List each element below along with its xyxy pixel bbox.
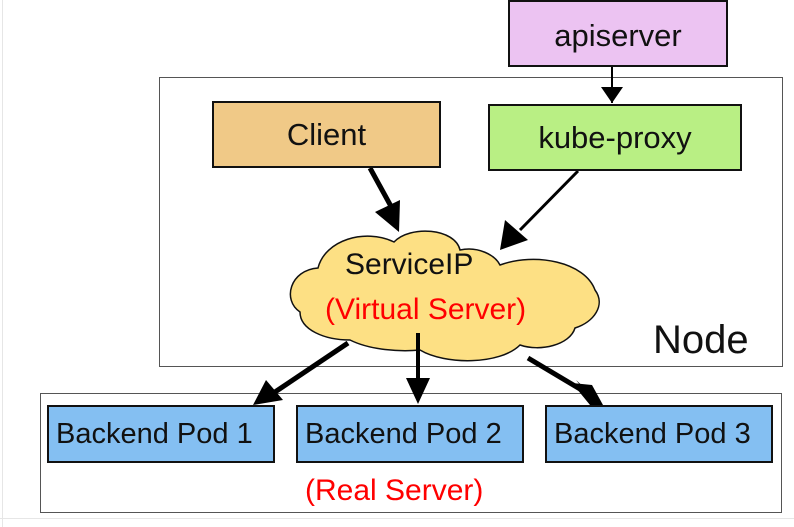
- arrowhead: [500, 220, 528, 250]
- backend-pod-3[interactable]: Backend Pod 3: [545, 405, 773, 463]
- service-ip-subtitle: (Virtual Server): [325, 293, 527, 326]
- pod-label: Backend Pod 2: [305, 417, 502, 450]
- pod-label: Backend Pod 3: [554, 417, 751, 450]
- apiserver-label: apiserver: [554, 17, 682, 53]
- page-edge: [0, 518, 794, 519]
- client-label: Client: [286, 116, 367, 152]
- arrowhead: [253, 380, 283, 405]
- node-frame: [159, 77, 783, 367]
- page-edge: [2, 0, 3, 527]
- pod-label: Backend Pod 1: [56, 417, 253, 450]
- service-ip-cloud[interactable]: [289, 230, 600, 362]
- edge-client-to-service-ip: [367, 166, 396, 212]
- arrowhead: [375, 200, 400, 232]
- arrowhead: [406, 378, 430, 404]
- arrowhead: [572, 383, 603, 405]
- backend-pod-2[interactable]: Backend Pod 2: [296, 405, 524, 463]
- real-server-label: (Real Server): [305, 474, 484, 507]
- arrowhead: [601, 87, 623, 103]
- service-ip-title: ServiceIP: [345, 248, 474, 281]
- edge-kube-proxy-to-service-ip: [518, 169, 580, 232]
- backend-pod-1[interactable]: Backend Pod 1: [47, 405, 275, 463]
- apiserver-box[interactable]: apiserver: [508, 0, 728, 67]
- kube-proxy-box[interactable]: kube-proxy: [488, 104, 742, 171]
- real-server-frame: [40, 393, 782, 513]
- client-box[interactable]: Client: [212, 101, 441, 168]
- node-label: Node: [653, 318, 749, 362]
- edge-service-ip-to-pod-1: [273, 340, 350, 395]
- kube-proxy-label: kube-proxy: [538, 119, 692, 155]
